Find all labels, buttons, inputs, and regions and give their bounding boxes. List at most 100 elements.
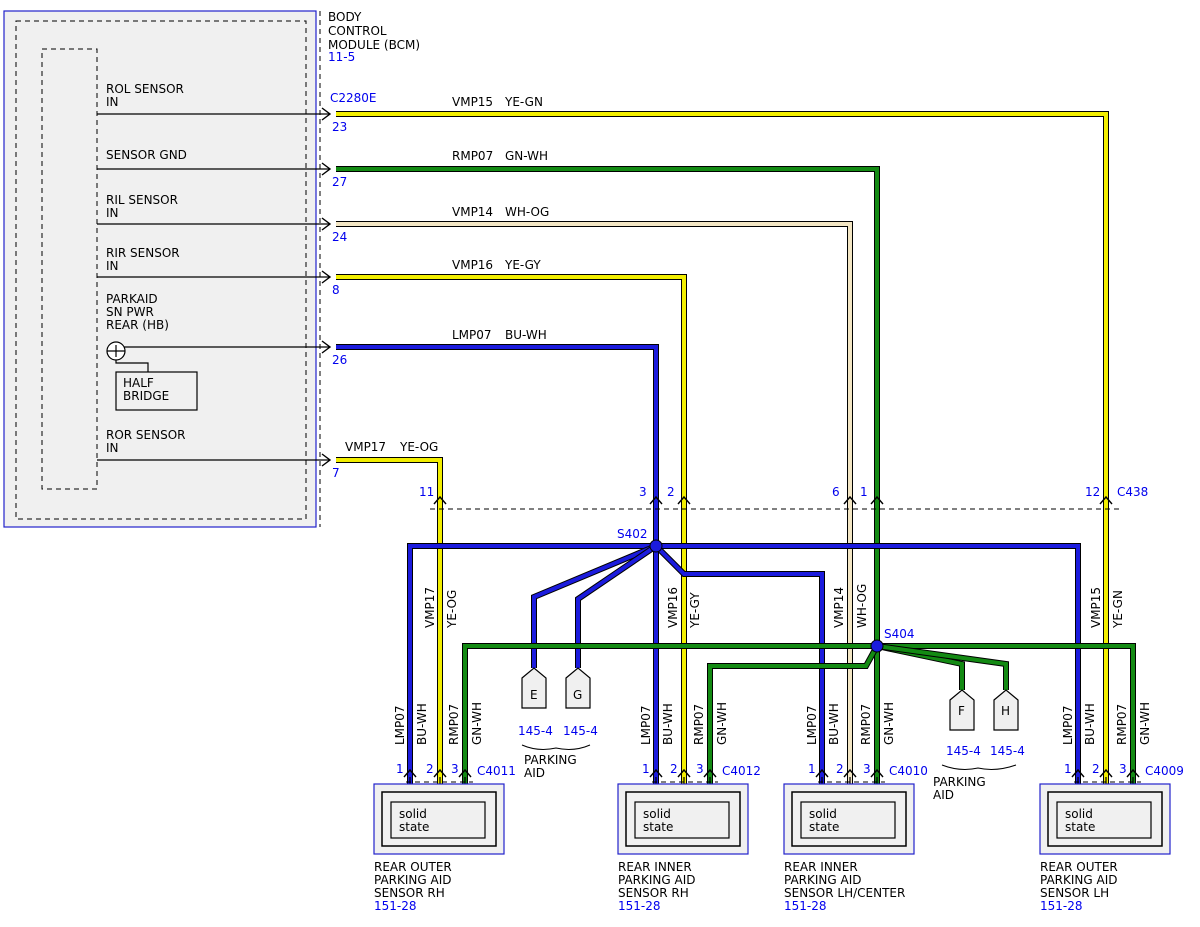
sensor-connector-label[interactable]: C4010	[889, 764, 928, 778]
parking-aid-label-2a: PARKING	[933, 775, 986, 789]
vlabel-ye-og: YE-OG	[445, 590, 459, 629]
bcm-title-line-3: MODULE (BCM)	[328, 38, 420, 52]
sensor-pin-number: 1	[1064, 762, 1072, 776]
splice-s402-label: S402	[617, 527, 648, 541]
offpage-g-letter: G	[573, 688, 582, 702]
half-bridge-lead	[115, 360, 149, 372]
sensor-solid-state-box	[390, 801, 486, 839]
sensor-pin-arrow	[1099, 768, 1113, 778]
bcm-pin-24: 24	[332, 230, 347, 244]
wire-label-vmp15: VMP15	[452, 95, 493, 109]
sensor-wire-label: GN-WH	[1138, 702, 1152, 745]
sensor-pin-arrow	[703, 768, 717, 778]
sensor-inner-label-2: state	[643, 820, 673, 834]
pin-arrow-24	[321, 217, 332, 231]
sensor-pin-number: 3	[1119, 762, 1127, 776]
sensor-name-line: REAR OUTER	[1040, 860, 1118, 874]
connector-c2280e[interactable]: C2280E	[330, 91, 377, 105]
bcm-pin-26: 26	[332, 353, 347, 367]
c438-arrow-1	[870, 495, 884, 505]
wire-color-rmp07: GN-WH	[505, 149, 548, 163]
vlabel-ye-gy: YE-GY	[688, 592, 702, 629]
sensor-wire-label: LMP07	[805, 705, 819, 745]
offpage-h-letter: H	[1001, 704, 1010, 718]
sensor-wire-label: GN-WH	[882, 702, 896, 745]
sensor-solid-state-box	[634, 801, 730, 839]
c438-pin-11: 11	[419, 485, 434, 499]
sensor-ref[interactable]: 151-28	[784, 899, 827, 913]
sensor-wire-label: BU-WH	[415, 703, 429, 745]
wire-label-vmp17: VMP17	[345, 440, 386, 454]
c438-pin-3: 3	[639, 485, 647, 499]
offpage-h-shape[interactable]	[993, 689, 1019, 731]
offpage-h-ref[interactable]: 145-4	[990, 744, 1025, 758]
sensor-connector-label[interactable]: C4009	[1145, 764, 1184, 778]
sensor-ref[interactable]: 151-28	[1040, 899, 1083, 913]
bcm-outline	[3, 10, 317, 528]
signal-label-ror-2: IN	[106, 441, 119, 455]
c438-arrow-2	[677, 495, 691, 505]
wire-rmp07	[336, 166, 880, 790]
wire-s402-to-e	[531, 543, 658, 668]
offpage-e-shape[interactable]	[521, 667, 547, 709]
wire-s404-to-c4011-fill	[463, 644, 877, 790]
signal-label-parkaid-2: SN PWR	[106, 305, 154, 319]
offpage-f-letter: F	[958, 704, 965, 718]
wire-vmp14	[336, 221, 853, 790]
c438-arrow-3	[649, 495, 663, 505]
signal-label-parkaid-1: PARKAID	[106, 292, 158, 306]
sensor-inner-label-1: solid	[643, 807, 671, 821]
sensor-solid-state-box	[800, 801, 896, 839]
offpage-f-shape[interactable]	[949, 689, 975, 731]
wire-color-vmp14: WH-OG	[505, 205, 549, 219]
sensor-name-line: PARKING AID	[618, 873, 696, 887]
offpage-g-ref[interactable]: 145-4	[563, 724, 598, 738]
sensor-wire-label: GN-WH	[470, 702, 484, 745]
sensor-inner-label-2: state	[399, 820, 429, 834]
sensor-connector-label[interactable]: C4012	[722, 764, 761, 778]
sensor-ref[interactable]: 151-28	[374, 899, 417, 913]
c438-arrow-12	[1099, 495, 1113, 505]
sensor-name-line: PARKING AID	[1040, 873, 1118, 887]
wire-s402-to-e-fill	[532, 544, 657, 668]
offpage-e-ref[interactable]: 145-4	[518, 724, 553, 738]
vlabel-vmp15: VMP15	[1089, 587, 1103, 628]
sensor-pin-arrow	[1071, 768, 1085, 778]
c438-arrow-11	[433, 495, 447, 505]
sensor-name-line: PARKING AID	[374, 873, 452, 887]
offpage-g-shape[interactable]	[565, 667, 591, 709]
vlabel-wh-og: WH-OG	[855, 584, 869, 628]
pin-arrow-26	[321, 340, 332, 354]
sensor-wire-label: LMP07	[393, 705, 407, 745]
pin-arrow-7	[321, 453, 332, 467]
c438-pin-1: 1	[860, 485, 868, 499]
sensor-pin-arrow	[843, 768, 857, 778]
connector-c438: 11 3 2 6 1 12 C438	[419, 485, 1148, 510]
offpage-f-ref[interactable]: 145-4	[946, 744, 981, 758]
sensor-pin-number: 3	[451, 762, 459, 776]
signal-label-parkaid-3: REAR (HB)	[106, 318, 169, 332]
wire-lmp07-fill	[336, 345, 658, 790]
sensor-wire-label: RMP07	[1115, 704, 1129, 745]
half-bridge-label-2: BRIDGE	[123, 389, 169, 403]
sensor-pin-arrow	[677, 768, 691, 778]
sensor-pin-arrow	[433, 768, 447, 778]
signal-label-ril-2: IN	[106, 206, 119, 220]
sensor-name-line: REAR INNER	[784, 860, 858, 874]
wire-s404-to-c4012-fill	[708, 645, 879, 790]
signal-label-rir-2: IN	[106, 259, 119, 273]
wire-s404-to-h-fill	[876, 644, 1008, 690]
bcm-title-line-1: BODY	[328, 10, 362, 24]
sensor-pin-arrow	[815, 768, 829, 778]
wire-color-vmp17: YE-OG	[399, 440, 438, 454]
sensor-ref[interactable]: 151-28	[618, 899, 661, 913]
sensor-connector-label[interactable]: C4011	[477, 764, 516, 778]
sensor-name-line: PARKING AID	[784, 873, 862, 887]
bcm-inner-dashed-frame	[41, 48, 98, 490]
wire-vmp17-fill	[336, 458, 442, 790]
bcm-ref[interactable]: 11-5	[328, 50, 355, 64]
